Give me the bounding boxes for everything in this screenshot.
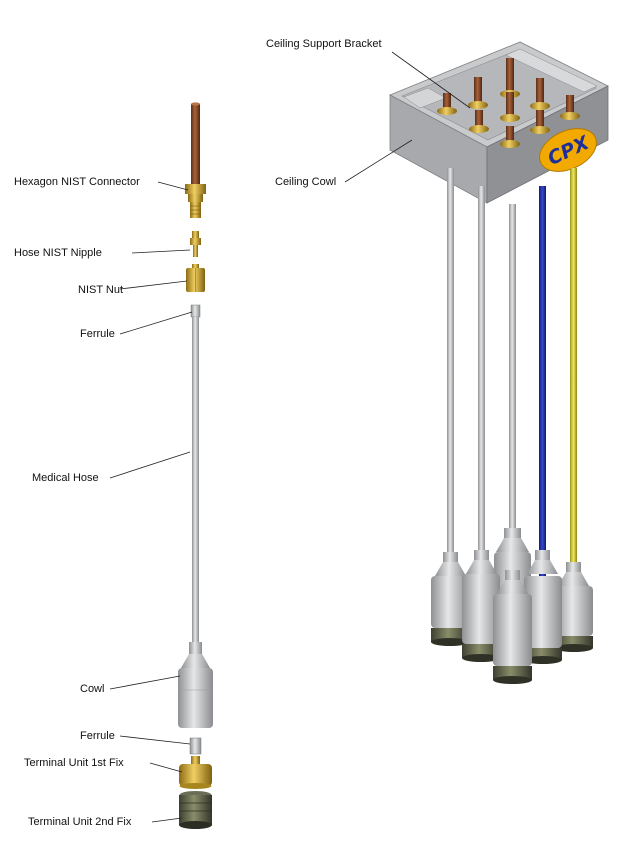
medical-hose-part	[192, 317, 199, 642]
label-hose-nist-nipple: Hose NIST Nipple	[14, 247, 102, 259]
terminal-unit-2nd-fix-part	[179, 791, 212, 829]
cowl-part	[178, 642, 213, 728]
right-assembly: CPX	[389, 41, 609, 684]
leader-lines	[109, 51, 471, 823]
hose-nist-nipple-part	[190, 231, 201, 257]
terminal-unit-1st-fix-part	[179, 756, 212, 789]
label-nist-nut: NIST Nut	[78, 284, 124, 296]
label-cowl: Cowl	[80, 683, 105, 695]
yellow-hose	[570, 168, 577, 563]
left-exploded-stack	[178, 102, 213, 829]
blue-hose	[539, 186, 546, 576]
cpx-logo: CPX	[539, 128, 597, 172]
label-terminal-unit-1st-fix: Terminal Unit 1st Fix	[24, 757, 124, 769]
label-medical-hose: Medical Hose	[32, 472, 99, 484]
ferrule-top-part	[190, 304, 201, 318]
label-ferrule-bottom: Ferrule	[80, 730, 115, 742]
nist-nut-part	[186, 264, 205, 292]
ferrule-bottom-part	[189, 737, 202, 755]
label-ceiling-cowl: Ceiling Cowl	[275, 176, 337, 188]
copper-pipe-array	[437, 58, 580, 148]
terminal-cowl-array	[431, 528, 593, 684]
hose-array	[447, 168, 577, 576]
hexagon-nist-connector-part	[185, 184, 206, 218]
label-terminal-unit-2nd-fix: Terminal Unit 2nd Fix	[28, 816, 132, 828]
label-ferrule-top: Ferrule	[80, 328, 115, 340]
label-hexagon-nist-connector: Hexagon NIST Connector	[14, 176, 140, 188]
copper-pipe	[191, 104, 200, 184]
label-ceiling-support-bracket: Ceiling Support Bracket	[266, 38, 382, 50]
